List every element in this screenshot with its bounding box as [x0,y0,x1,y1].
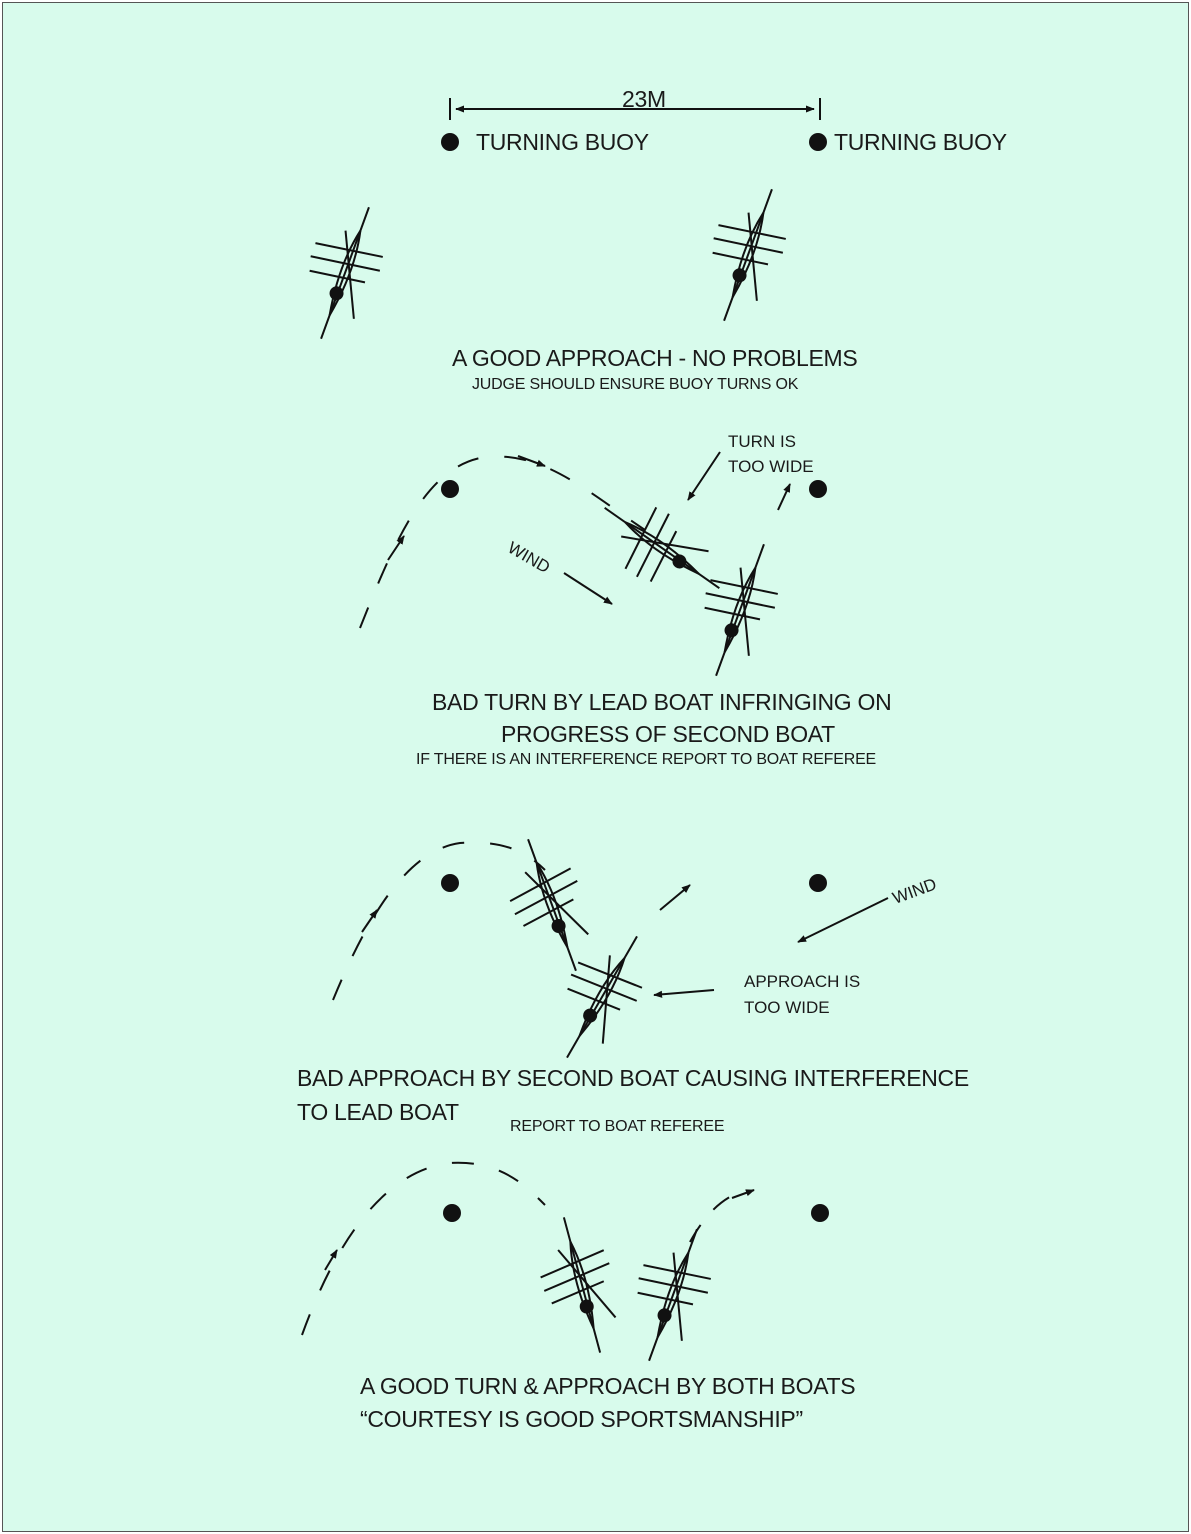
scene3-buoy-right [809,874,827,892]
scene2-caption-line2: PROGRESS OF SECOND BOAT [501,721,835,748]
scene3-subcaption: REPORT TO BOAT REFEREE [510,1118,724,1136]
scene2-track [360,452,790,628]
scene4-caption-line1: A GOOD TURN & APPROACH BY BOTH BOATS [360,1373,855,1400]
scene4-caption-line2: “COURTESY IS GOOD SPORTSMANSHIP” [360,1406,803,1433]
scene3-note-line2: TOO WIDE [744,998,830,1018]
scene1-boat-2 [688,176,802,331]
buoy-right-label: TURNING BUOY [834,129,1007,156]
scene2-buoy-left [441,480,459,498]
scene4-buoy-right [811,1204,829,1222]
scene2-buoy-right [809,480,827,498]
buoy-left-label: TURNING BUOY [476,129,649,156]
buoy-left [441,133,459,151]
scene3-lead-boat [492,828,606,983]
scene3-caption-line2: TO LEAD BOAT [297,1099,459,1126]
scene4-buoy-left [443,1204,461,1222]
scene3-note-line1: APPROACH IS [744,972,860,992]
scene4-lead-boat [527,1209,631,1362]
scene2-note-line2: TOO WIDE [728,457,814,477]
buoy-right [809,133,827,151]
scene3-caption-line1: BAD APPROACH BY SECOND BOAT CAUSING INTE… [297,1065,969,1092]
scene3-buoy-left [441,874,459,892]
scene2-caption-line1: BAD TURN BY LEAD BOAT INFRINGING ON [432,689,891,716]
scene1-boat-1 [285,194,399,349]
scene1-subcaption: JUDGE SHOULD ENSURE BUOY TURNS OK [472,376,798,394]
scene4-second-boat [613,1216,727,1371]
scene2-note-line1: TURN IS [728,432,796,452]
distance-label: 23M [622,86,666,113]
scene4-track [302,1163,754,1335]
scene1-caption: A GOOD APPROACH - NO PROBLEMS [452,345,857,372]
scene2-second-boat [680,531,794,686]
scene2-subcaption: IF THERE IS AN INTERFERENCE REPORT TO BO… [416,751,876,769]
scene3-second-boat [534,917,665,1073]
